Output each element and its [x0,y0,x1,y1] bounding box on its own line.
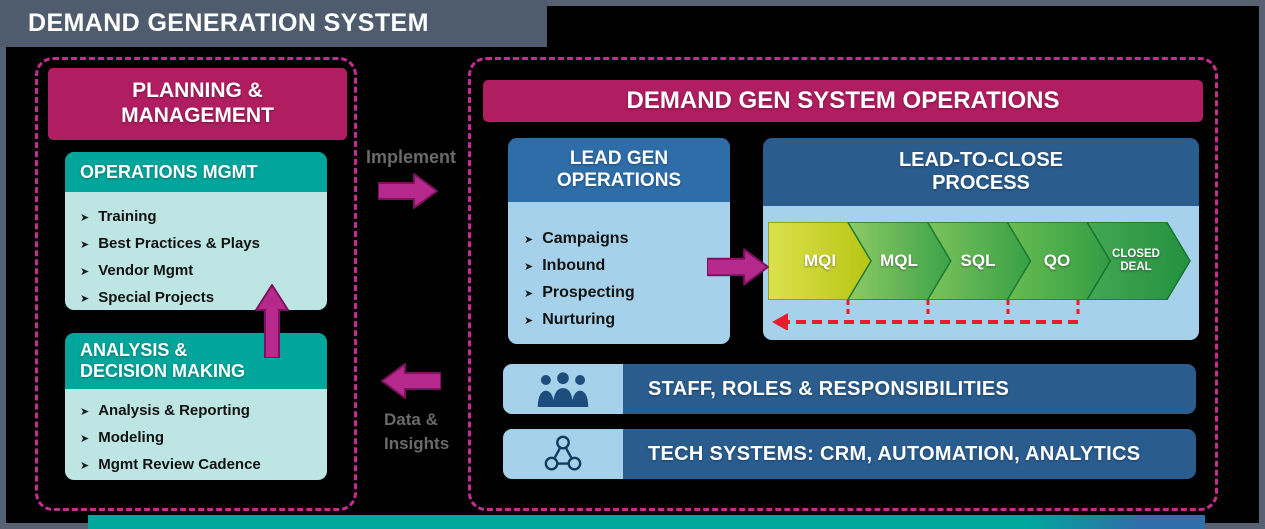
bullet-arrow-icon: ➤ [524,234,534,246]
stage-label-closed-deal-text: CLOSED DEAL [1112,248,1160,273]
lead-gen-to-process-arrow-icon [707,248,769,286]
list-item: ➤ Prospecting [524,280,722,307]
list-item: ➤ Vendor Mgmt [80,258,319,285]
bullet-arrow-icon: ➤ [80,460,90,472]
analysis-body: ➤ Analysis & Reporting ➤ Modeling ➤ Mgmt Re… [65,389,327,480]
list-item: ➤ Modeling [80,425,319,452]
list-item-label: Modeling [98,429,165,446]
analysis-header: ANALYSIS & DECISION MAKING [65,333,327,389]
feedback-dashed-arrow [772,300,1080,330]
funnel-chevrons: MQI MQL SQL QO CLOSED DEAL [767,221,1192,301]
list-item: ➤ Special Projects [80,285,319,310]
planning-header: PLANNING & MANAGEMENT [48,68,347,140]
list-item-label: Prospecting [542,284,635,301]
analysis-header-label: ANALYSIS & DECISION MAKING [80,340,246,381]
lead-gen-list: ➤ Campaigns ➤ Inbound ➤ Prospecting ➤ Nurtur… [524,226,722,334]
stage-label-closed-deal: CLOSED DEAL [1098,222,1174,300]
tech-bar: TECH SYSTEMS: CRM, AUTOMATION, ANALYTICS [503,429,1196,479]
operations-mgmt-header: OPERATIONS MGMT [65,152,327,192]
tech-label: TECH SYSTEMS: CRM, AUTOMATION, ANALYTICS [623,429,1196,479]
list-item: ➤ Nurturing [524,307,722,334]
list-item-label: Analysis & Reporting [98,402,250,419]
tech-network-icon [544,435,582,471]
data-insights-label-text: Data & Insights [384,410,450,453]
list-item-label: Vendor Mgmt [98,262,194,279]
list-item: ➤ Analysis & Reporting [80,398,319,425]
planning-group [35,57,357,511]
planning-header-label: PLANNING & MANAGEMENT [121,79,274,127]
title-bar: DEMAND GENERATION SYSTEM [0,0,547,47]
analysis-card: ANALYSIS & DECISION MAKING ➤ Analysis & R… [65,333,327,480]
list-item-label: Training [98,208,157,225]
stage-label-sql: SQL [960,250,996,270]
bullet-arrow-icon: ➤ [80,212,90,224]
lead-gen-header: LEAD GEN OPERATIONS [508,138,730,202]
bottom-accent-bar [88,515,1205,529]
staff-icon-box [503,364,623,414]
bullet-arrow-icon: ➤ [80,239,90,251]
tech-icon-box [503,429,623,479]
lead-gen-body: ➤ Campaigns ➤ Inbound ➤ Prospecting ➤ Nurtur… [508,202,730,344]
bullet-arrow-icon: ➤ [80,293,90,305]
lead-gen-card: LEAD GEN OPERATIONS ➤ Campaigns ➤ Inbound … [508,138,730,344]
bullet-arrow-icon: ➤ [524,261,534,273]
list-item: ➤ Mgmt Review Cadence [80,452,319,479]
operations-mgmt-header-label: OPERATIONS MGMT [80,161,258,182]
page-title: DEMAND GENERATION SYSTEM [28,9,429,37]
list-item-label: Best Practices & Plays [98,235,260,252]
implement-arrow-icon [378,173,438,209]
list-item: ➤ Best Practices & Plays [80,231,319,258]
lead-to-close-header-label: LEAD-TO-CLOSE PROCESS [898,149,1064,194]
list-item: ➤ Training [80,204,319,231]
list-item: ➤ Inbound [524,253,722,280]
funnel-chevrons-graphic [767,221,1191,301]
operations-group [468,57,1218,511]
list-item-label: Mgmt Review Cadence [98,456,261,473]
operations-header: DEMAND GEN SYSTEM OPERATIONS [483,80,1203,122]
bullet-arrow-icon: ➤ [80,433,90,445]
operations-mgmt-card: OPERATIONS MGMT ➤ Training ➤ Best Practice… [65,152,327,310]
staff-people-icon [537,372,589,407]
list-item-label: Nurturing [542,311,616,328]
analysis-list: ➤ Analysis & Reporting ➤ Modeling ➤ Mgmt Re… [80,398,319,479]
lead-gen-header-label: LEAD GEN OPERATIONS [556,148,682,191]
bullet-arrow-icon: ➤ [80,266,90,278]
implement-label: Implement [366,147,457,167]
up-arrow-icon [255,284,289,358]
bullet-arrow-icon: ➤ [80,406,90,418]
staff-label: STAFF, ROLES & RESPONSIBILITIES [623,364,1196,414]
list-item: ➤ Campaigns [524,226,722,253]
stage-label-mqi: MQI [803,250,837,270]
bullet-arrow-icon: ➤ [524,315,534,327]
data-insights-arrow-icon [381,363,441,399]
operations-mgmt-list: ➤ Training ➤ Best Practices & Plays ➤ Vendo… [80,204,319,310]
data-insights-label: Data & Insights [384,408,454,456]
list-item-label: Special Projects [98,289,215,306]
operations-mgmt-body: ➤ Training ➤ Best Practices & Plays ➤ Vendo… [65,192,327,310]
bullet-arrow-icon: ➤ [524,288,534,300]
lead-to-close-header: LEAD-TO-CLOSE PROCESS [763,138,1199,206]
operations-header-label: DEMAND GEN SYSTEM OPERATIONS [626,86,1060,114]
list-item-label: Campaigns [542,230,629,247]
stage-label-mql: MQL [880,250,918,270]
list-item-label: Inbound [542,257,606,274]
stage-label-qo: QO [1043,250,1071,270]
staff-bar: STAFF, ROLES & RESPONSIBILITIES [503,364,1196,414]
